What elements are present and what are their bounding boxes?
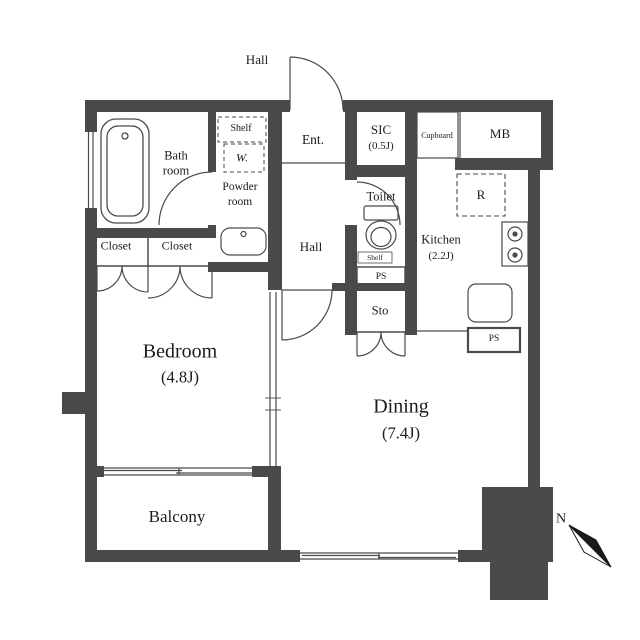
compass-icon [568,524,612,568]
storage-doors [356,331,406,357]
refrigerator-icon [456,173,506,217]
dining-size-label: (7.4J) [381,423,421,443]
washer-label: W. [236,150,248,165]
toilet-door-arc [356,181,401,226]
kitchen-sink-icon [467,283,513,323]
powder-sink-icon [220,227,267,256]
bathtub-icon [100,118,150,224]
fixtures [100,116,612,568]
corridor-hall-label: Hall [245,52,269,68]
washer-icon [223,143,265,173]
dining-window [300,550,458,562]
bathroom-label-line1: Bath [164,148,188,163]
toilet-shelf-box [357,251,393,264]
cupboard-label: Cupboard [421,130,453,140]
kitchen-size-label: (2.2J) [428,250,454,263]
kitchen-label: Kitchen [421,232,461,247]
entrance-door-arc [289,56,344,111]
refrigerator-label: R [476,187,486,203]
stove-icon [501,221,529,267]
hall-dining-door-arc [281,289,333,341]
balcony-window [104,466,252,477]
toilet-icon [363,205,399,250]
shelf-upper-label: Shelf [230,122,252,134]
balcony-label: Balcony [148,507,206,527]
meter-box-label: MB [489,126,511,142]
shelf-dashed-icon [217,116,267,143]
bathroom-label-line2: room [162,163,190,178]
sic-label: SIC [370,122,392,138]
hall-label: Hall [299,239,323,255]
storage-label: Sto [371,303,389,318]
door-arcs [96,56,406,357]
ps-lower-label: PS [488,334,500,345]
walls [62,100,553,600]
bedroom-size-label: (4.8J) [160,367,200,387]
entrance-label: Ent. [301,131,325,147]
toilet-shelf-label: Shelf [367,253,383,263]
compass-north-label: N [555,511,567,527]
closet-left-doors [96,265,149,293]
dining-label: Dining [373,395,429,418]
powder-room-label-line1: Powder [222,180,258,193]
closet-right-label: Closet [161,238,193,253]
closet-left-label: Closet [100,238,132,253]
bedroom-label: Bedroom [142,340,218,363]
bathroom-window [85,132,97,208]
ps-upper-label: PS [375,272,387,283]
ps-lower-box [466,326,522,354]
toilet-label: Toilet [366,189,396,204]
closet-right-doors [147,265,213,299]
powder-room-label-line2: room [227,195,253,208]
partition-lines [97,111,468,466]
bathroom-door-arc [158,171,213,226]
sic-size-label: (0.5J) [368,140,394,153]
ps-upper-box [356,266,406,289]
